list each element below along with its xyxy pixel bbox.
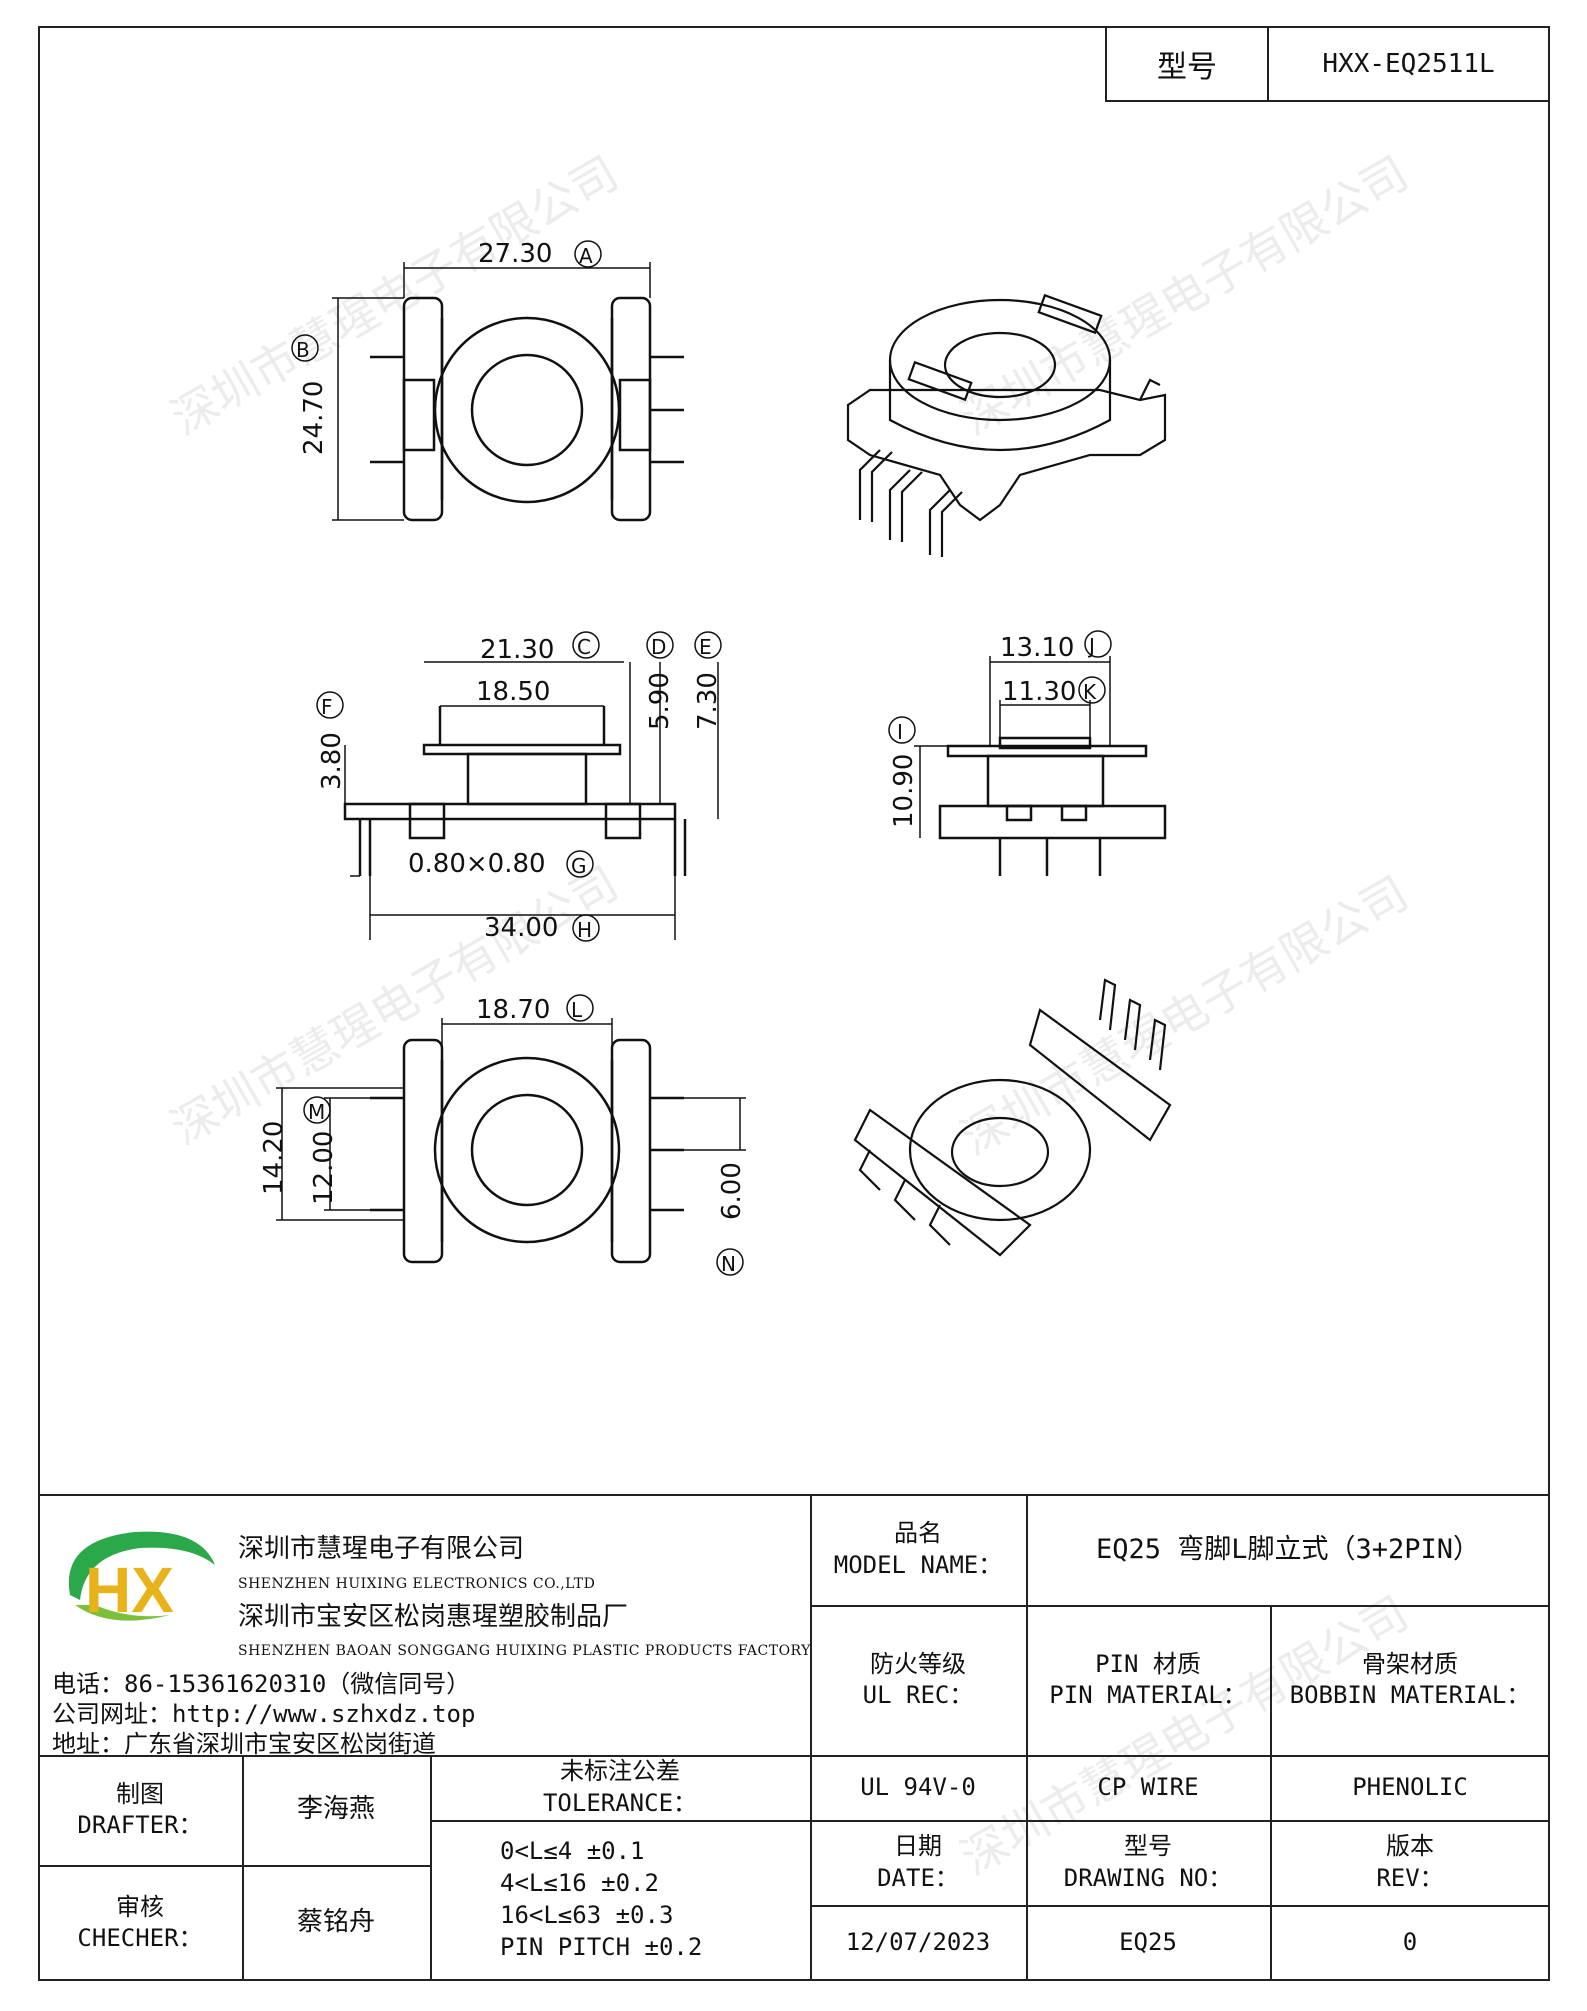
svg-text:H: H (577, 918, 592, 942)
dim-m: 12.00 (309, 1131, 339, 1205)
svg-text:L: L (571, 998, 583, 1022)
rev-label: 版本 REV： (1376, 1832, 1444, 1892)
svg-text:C: C (577, 635, 591, 659)
svg-text:G: G (571, 854, 587, 878)
dim-a: 27.30 (478, 239, 552, 269)
title-block (38, 1494, 1550, 1981)
model-label: 型号 (1107, 28, 1269, 100)
dim-l: 18.70 (476, 995, 550, 1025)
svg-text:F: F (321, 695, 333, 719)
iso-view-top (846, 293, 1167, 557)
bottom-view (276, 1018, 746, 1264)
tolerance-row: 4<L≤16 ±0.2 (500, 1869, 659, 1897)
company-logo: HX (68, 1531, 215, 1626)
dim-n: 6.00 (717, 1162, 747, 1220)
date-label: 日期 DATE： (877, 1832, 959, 1892)
tolerance-row: 16<L≤63 ±0.3 (500, 1901, 674, 1929)
drawing-no-label: 型号 DRAWING NO： (1063, 1832, 1233, 1892)
side-view (914, 656, 1167, 876)
dim-c: 21.30 (480, 635, 554, 665)
svg-text:A: A (579, 244, 593, 268)
company-website: 公司网址：http://www.szhxdz.top (52, 1700, 476, 1728)
top-view (332, 262, 684, 522)
dim-h: 34.00 (484, 913, 558, 943)
pin-material-label: PIN 材质 PIN MATERIAL： (1049, 1649, 1247, 1709)
factory-name-cn: 深圳市宝安区松岗惠瑆塑胶制品厂 (238, 1602, 629, 1632)
bobbin-material-value: PHENOLIC (1352, 1772, 1468, 1801)
company-address: 地址：广东省深圳市宝安区松岗街道 (52, 1730, 436, 1758)
drafter-value: 李海燕 (296, 1794, 375, 1825)
checker-label: 审核 CHECHER： (77, 1892, 203, 1952)
ul-rec-value: UL 94V-0 (860, 1772, 976, 1801)
checker-value: 蔡铭舟 (296, 1907, 375, 1938)
dim-j: 13.10 (1000, 633, 1074, 663)
ul-rec-label: 防火等级 UL REC： (862, 1649, 974, 1709)
dim-i: 10.90 (889, 754, 919, 828)
dim-c-inner: 18.50 (476, 677, 550, 707)
company-phone: 电话：86-15361620310（微信同号） (52, 1670, 471, 1698)
drafter-label: 制图 DRAFTER： (77, 1779, 203, 1839)
dim-g: 0.80×0.80 (408, 849, 546, 879)
iso-view-bottom (853, 978, 1172, 1257)
dim-f: 3.80 (317, 732, 347, 790)
model-name-label: 品名 MODEL NAME： (833, 1519, 1003, 1579)
svg-text:N: N (721, 1252, 736, 1276)
tolerance-row: PIN PITCH ±0.2 (500, 1933, 703, 1961)
model-header-box: 型号 HXX-EQ2511L (1105, 26, 1550, 102)
dim-b: 24.70 (299, 381, 329, 455)
svg-text:M: M (308, 1100, 325, 1124)
rev-value: 0 (1402, 1928, 1418, 1957)
tolerance-label: 未标注公差 TOLERANCE： (542, 1757, 698, 1817)
model-name-value: EQ25 弯脚L脚立式（3+2PIN） (1095, 1533, 1481, 1565)
tolerance-row: 0<L≤4 ±0.1 (500, 1837, 645, 1865)
svg-text:D: D (651, 635, 666, 659)
svg-text:B: B (296, 338, 310, 362)
dim-d: 5.90 (645, 672, 675, 730)
factory-name-en: SHENZHEN BAOAN SONGGANG HUIXING PLASTIC … (238, 1643, 811, 1659)
company-name-en: SHENZHEN HUIXING ELECTRONICS CO.,LTD (238, 1576, 596, 1592)
svg-text:K: K (1083, 680, 1097, 704)
model-value: HXX-EQ2511L (1322, 49, 1495, 79)
pin-material-value: CP WIRE (1097, 1772, 1199, 1801)
bobbin-material-label: 骨架材质 BOBBIN MATERIAL： (1289, 1649, 1531, 1709)
dim-m-outer: 14.20 (259, 1121, 289, 1195)
company-name-cn: 深圳市慧瑆电子有限公司 (238, 1534, 525, 1564)
svg-text:E: E (699, 635, 712, 659)
svg-text:I: I (897, 720, 903, 744)
dim-e: 7.30 (693, 672, 723, 730)
svg-text:J: J (1087, 634, 1095, 658)
front-view (343, 661, 719, 940)
dim-k: 11.30 (1002, 677, 1076, 707)
drawing-no-value: EQ25 (1119, 1928, 1177, 1957)
logo-text: HX (85, 1554, 174, 1626)
tolerance-list: 0<L≤4 ±0.1 4<L≤16 ±0.2 16<L≤63 ±0.3 PIN … (500, 1835, 702, 1963)
date-value: 12/07/2023 (845, 1928, 991, 1957)
